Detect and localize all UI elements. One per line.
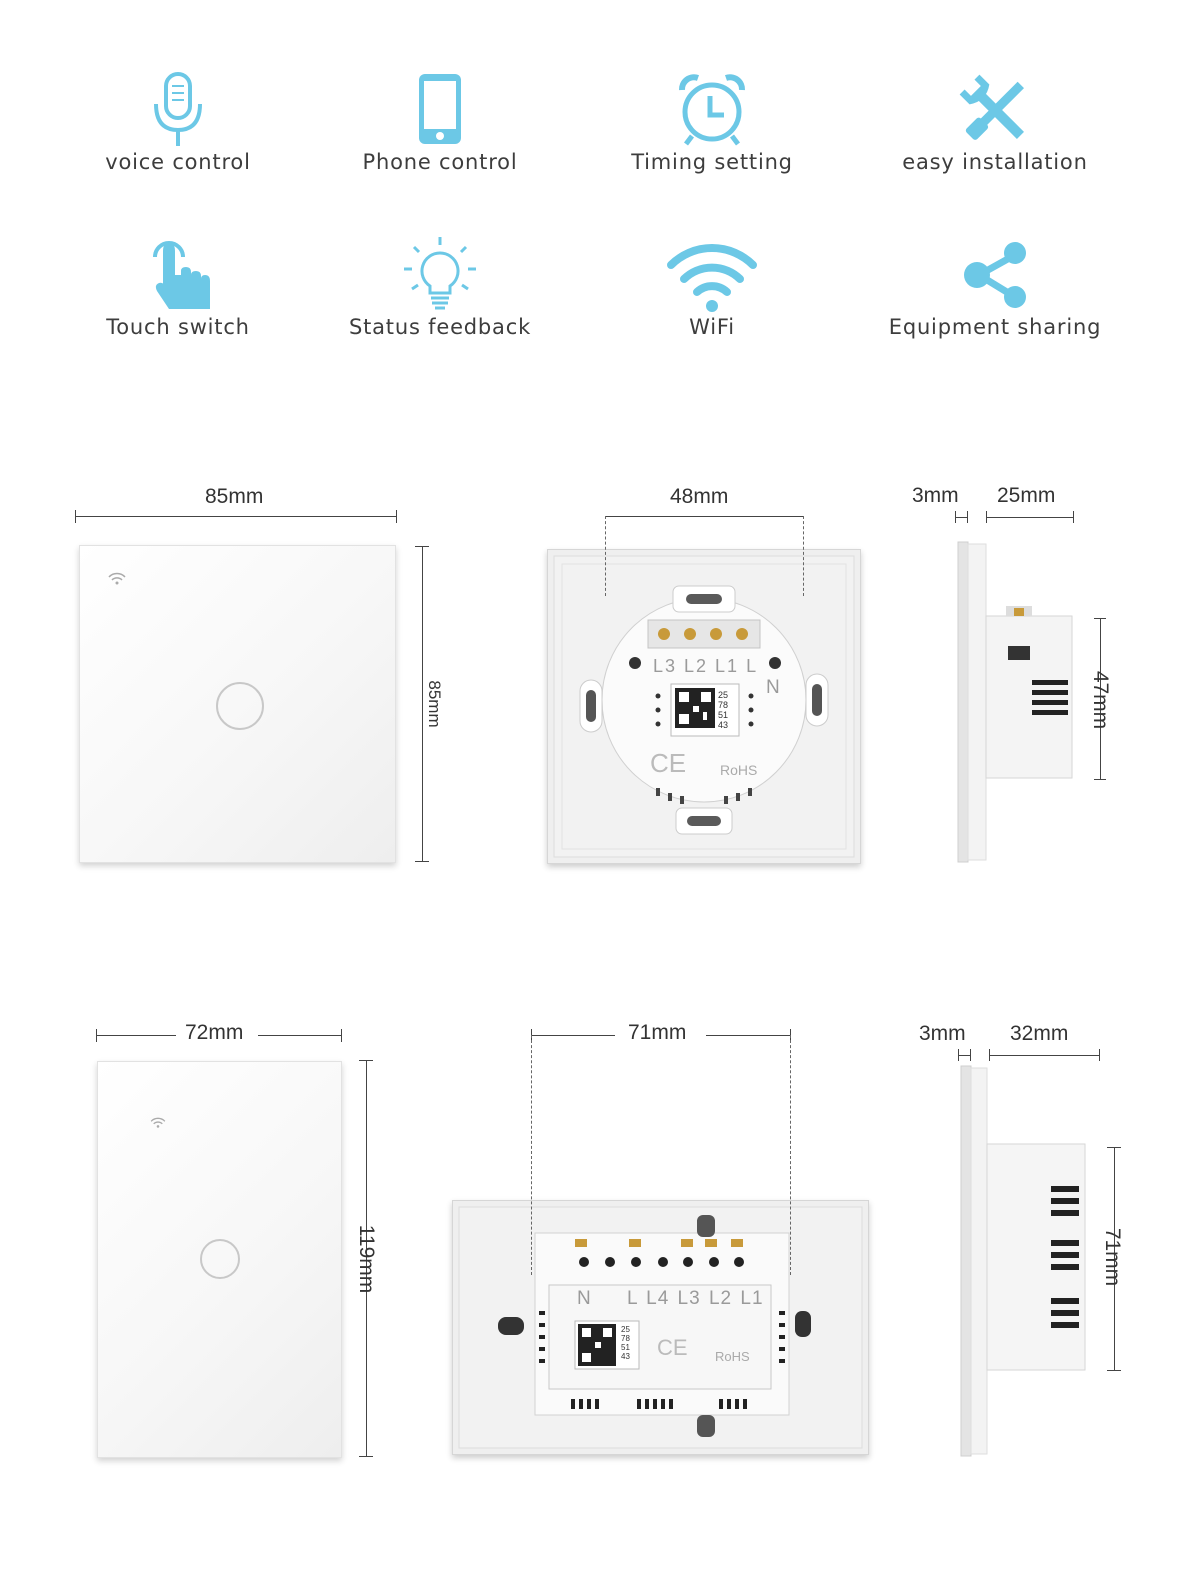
- terminal-labels: L L4 L3 L2 L1: [627, 1288, 764, 1309]
- side-view-eu: [957, 541, 1073, 863]
- dimension-guide: [605, 516, 606, 596]
- feature-label: Status feedback: [348, 315, 532, 339]
- tools-icon: [845, 70, 1145, 150]
- wifi-indicator-icon: [108, 572, 126, 589]
- dimension-tick: [989, 1049, 990, 1061]
- front-panel-eu: [79, 545, 396, 863]
- back-width-label: 48mm: [670, 485, 729, 508]
- back-panel-drawing: [458, 1206, 863, 1449]
- neutral-label: N: [766, 677, 780, 698]
- dimension-guide: [803, 516, 804, 596]
- dimension-tick: [1107, 1370, 1121, 1371]
- wifi-indicator-icon: [150, 1116, 166, 1134]
- side-depth-label: 32mm: [1010, 1022, 1069, 1045]
- share-icon: [845, 235, 1145, 315]
- dimension-guide: [790, 1035, 791, 1275]
- dimension-tick: [1073, 511, 1074, 523]
- dimension-line: [422, 546, 423, 862]
- dimension-line: [989, 1055, 1100, 1056]
- side-height-label: 47mm: [1089, 670, 1112, 730]
- side-depth-label: 25mm: [997, 484, 1056, 507]
- feature-wifi: WiFi: [562, 235, 862, 355]
- feature-equipment-sharing: Equipment sharing: [845, 235, 1145, 355]
- terminal-labels: L3 L2 L1 L: [653, 656, 759, 676]
- touch-button: [216, 682, 264, 730]
- back-panel-eu: L3 L2 L1 L N 2578 5143 CE RoHS: [547, 549, 861, 864]
- dimension-line: [1114, 1147, 1115, 1371]
- side-glass-label: 3mm: [919, 1022, 966, 1045]
- back-panel-us: N L L4 L3 L2 L1 2578 5143 CE RoHS: [452, 1200, 869, 1455]
- feature-label: Timing setting: [631, 150, 793, 174]
- back-width-label: 71mm: [628, 1021, 687, 1044]
- feature-label: Touch switch: [106, 315, 250, 339]
- front-panel-us: [97, 1061, 342, 1458]
- front-width-label: 72mm: [185, 1021, 244, 1044]
- dimension-line: [366, 1060, 367, 1457]
- dimension-line: [955, 517, 968, 518]
- ce-mark: CE: [650, 748, 687, 778]
- side-glass-label: 3mm: [912, 484, 959, 507]
- rohs-mark: RoHS: [720, 762, 758, 778]
- dimension-line: [75, 516, 397, 517]
- light-bulb-icon: [290, 235, 590, 315]
- dimension-tick: [955, 511, 956, 523]
- dimension-line: [986, 517, 1074, 518]
- front-height-label: 85mm: [425, 680, 444, 728]
- dimension-tick: [359, 1456, 373, 1457]
- rohs-mark: RoHS: [715, 1349, 750, 1364]
- dimension-tick: [967, 511, 968, 523]
- dimension-tick: [75, 510, 76, 523]
- dimension-line: [958, 1055, 971, 1056]
- neutral-label: N: [577, 1288, 591, 1309]
- dimension-tick: [415, 861, 429, 862]
- dimension-line: [531, 1035, 615, 1036]
- feature-label: easy installation: [902, 150, 1088, 174]
- alarm-clock-icon: [562, 70, 862, 150]
- feature-label: Phone control: [362, 150, 518, 174]
- dimension-tick: [986, 511, 987, 523]
- qr-code-number: 2578 5143: [718, 690, 729, 730]
- dimension-line: [258, 1035, 342, 1036]
- dimension-line: [605, 516, 803, 517]
- front-height-label: 119mm: [355, 1224, 378, 1294]
- feature-label: voice control: [105, 150, 251, 174]
- microphone-icon: [28, 70, 328, 150]
- qr-code-number: 2578 5143: [621, 1325, 630, 1361]
- feature-voice-control: voice control: [28, 70, 328, 190]
- dimension-tick: [359, 1060, 373, 1061]
- front-width-label: 85mm: [205, 485, 264, 508]
- dimension-tick: [396, 510, 397, 523]
- wifi-icon: [562, 235, 862, 315]
- dimension-line: [706, 1035, 790, 1036]
- side-height-label: 71mm: [1101, 1227, 1124, 1287]
- dimension-tick: [958, 1049, 959, 1061]
- touch-button: [200, 1239, 240, 1279]
- touch-hand-icon: [28, 235, 328, 315]
- back-panel-drawing: [553, 555, 855, 858]
- feature-phone-control: Phone control: [290, 70, 590, 190]
- dimension-tick: [96, 1029, 97, 1042]
- feature-touch-switch: Touch switch: [28, 235, 328, 355]
- dimension-guide: [531, 1035, 532, 1275]
- dimension-line: [96, 1035, 176, 1036]
- dimension-tick: [1094, 618, 1106, 619]
- dimension-line: [1100, 618, 1101, 780]
- dimension-tick: [1094, 779, 1106, 780]
- dimension-tick: [1107, 1147, 1121, 1148]
- dimension-tick: [970, 1049, 971, 1061]
- dimension-tick: [341, 1029, 342, 1042]
- feature-timing-setting: Timing setting: [562, 70, 862, 190]
- dimension-tick: [415, 546, 429, 547]
- ce-mark: CE: [657, 1335, 688, 1360]
- phone-icon: [290, 70, 590, 150]
- side-view-us: [960, 1065, 1086, 1457]
- feature-label: WiFi: [689, 315, 735, 339]
- feature-status-feedback: Status feedback: [290, 235, 590, 355]
- dimension-tick: [1099, 1049, 1100, 1061]
- feature-easy-installation: easy installation: [845, 70, 1145, 190]
- feature-label: Equipment sharing: [888, 315, 1102, 339]
